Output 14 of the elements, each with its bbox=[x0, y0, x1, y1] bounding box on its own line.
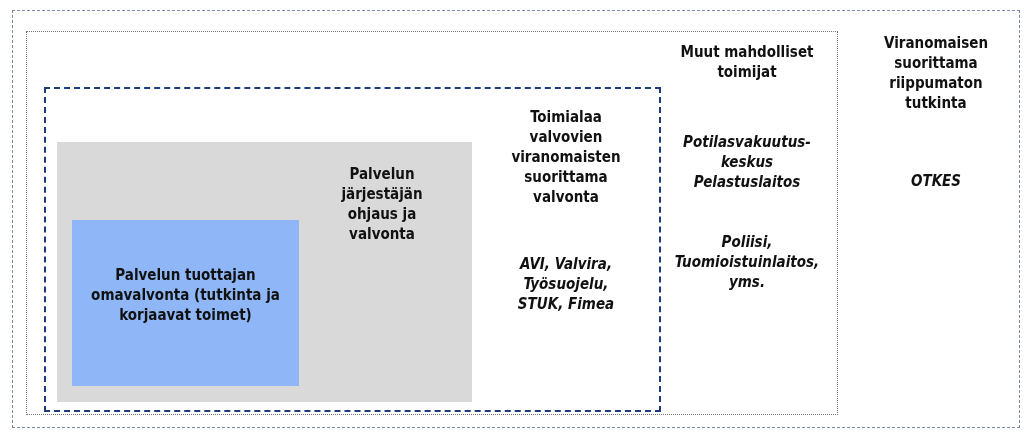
panel bbox=[72, 220, 299, 386]
dashed-frame bbox=[12, 10, 1020, 428]
dashed-frame bbox=[26, 31, 838, 415]
heading-text: Palvelun tuottajan omavalvonta (tutkinta ja korjaavat toimet) bbox=[90, 265, 281, 325]
body-text: Poliisi, Tuomioistuinlaitos, yms. bbox=[673, 232, 821, 292]
heading-text: Viranomaisen suorittama riippumaton tutkinta bbox=[882, 33, 989, 113]
heading-text: Palvelun järjestäjän ohjaus ja valvonta bbox=[340, 164, 424, 244]
body-text: OTKES bbox=[909, 171, 963, 191]
body-text: Potilasvakuutus-keskus Pelastuslaitos bbox=[682, 132, 812, 192]
heading-text: Muut mahdolliset toimijat bbox=[679, 42, 815, 82]
body-text: AVI, Valvira, Työsuojelu, STUK, Fimea bbox=[516, 254, 616, 314]
heading-text: Toimialaa valvovien viranomaisten suorittama valvonta bbox=[510, 107, 622, 207]
dashed-frame bbox=[44, 87, 661, 412]
panel bbox=[57, 142, 472, 402]
